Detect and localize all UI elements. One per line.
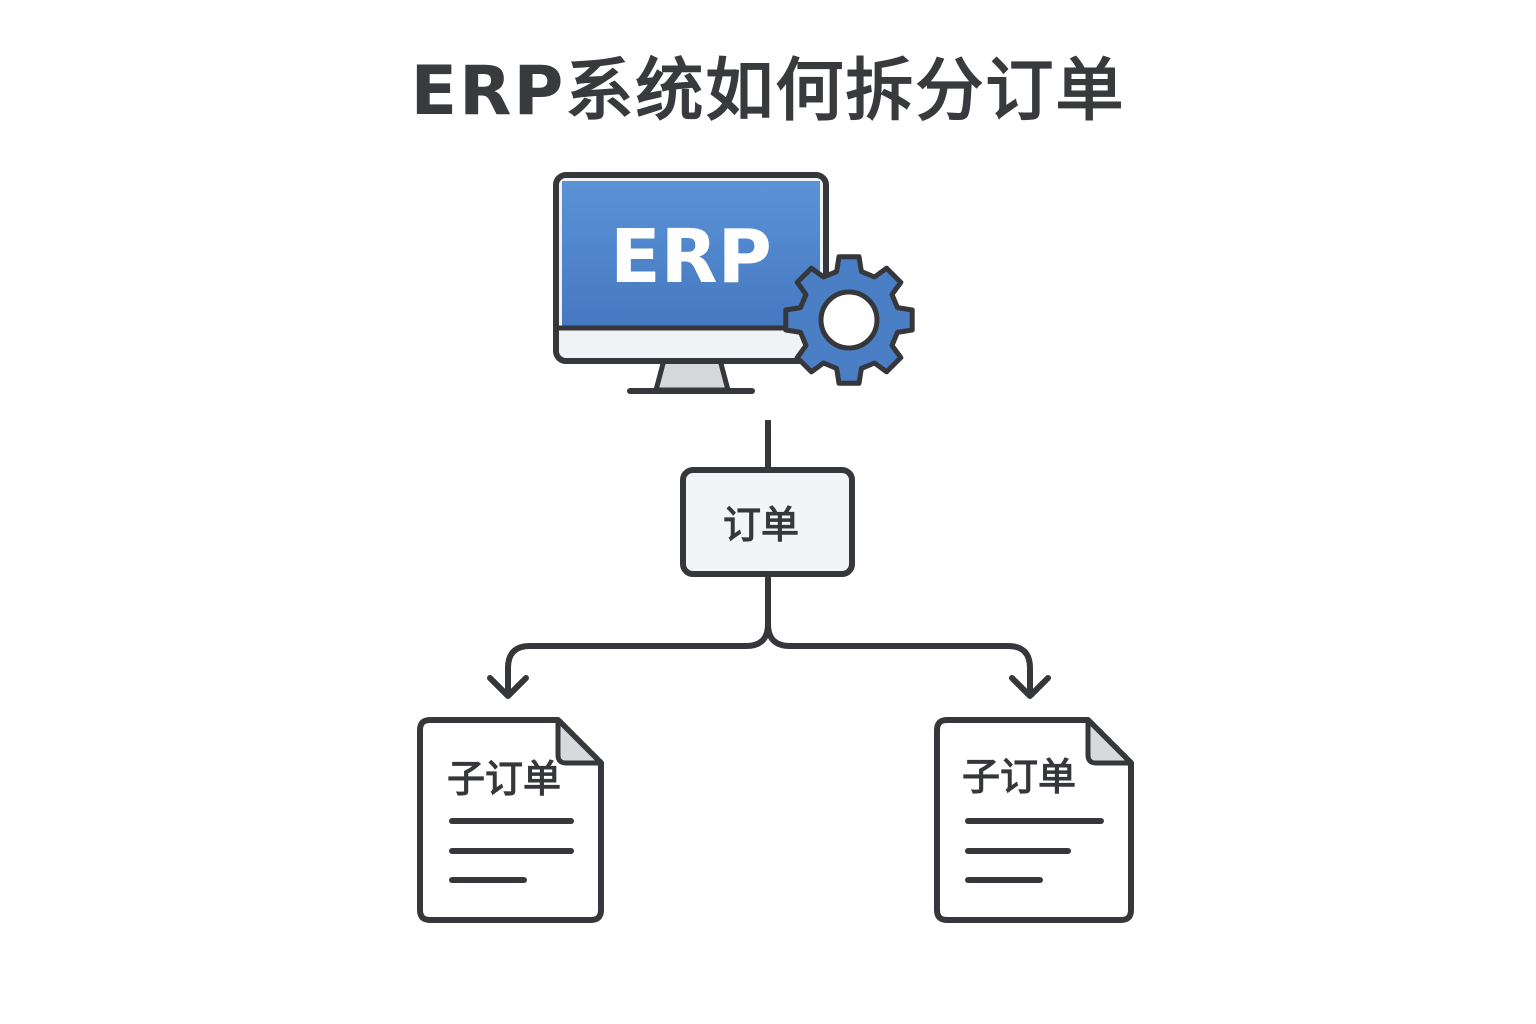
parent-order-box: 订单 [680,467,855,577]
computer-monitor-icon: ERP [553,172,829,394]
gear-icon [783,254,915,386]
parent-order-label: 订单 [723,503,799,547]
sub-order-label: 子订单 [447,757,561,801]
sub-order-document-left: 子订单 [417,717,604,923]
sub-order-label: 子订单 [962,755,1076,799]
split-connector [487,571,1051,699]
sub-order-document-right: 子订单 [934,717,1134,923]
monitor-screen-label: ERP [610,214,772,300]
page-title: ERP系统如何拆分订单 [410,52,1126,131]
